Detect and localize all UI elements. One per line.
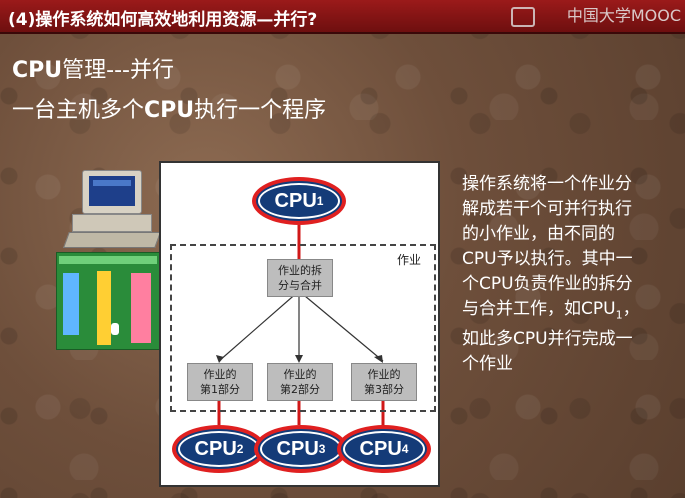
pointer-hand-icon xyxy=(111,323,119,335)
computer-illustration xyxy=(63,170,161,248)
job-part-2: 作业的第2部分 xyxy=(267,363,333,401)
heading-cpu: CPU xyxy=(12,58,63,83)
computer-case-icon xyxy=(72,214,152,232)
slide-title: (4)操作系统如何高效地利用资源—并行? xyxy=(8,10,318,30)
job-part-3: 作业的第3部分 xyxy=(351,363,417,401)
subheading-part-a: 一台主机多个 xyxy=(12,98,145,123)
heading-rest: 管理---并行 xyxy=(62,58,174,83)
job-part-1: 作业的第1部分 xyxy=(187,363,253,401)
mooc-logo-icon xyxy=(511,7,535,27)
subheading-cpu: CPU xyxy=(144,98,195,123)
description-line: 解成若干个可并行执行 xyxy=(462,199,632,219)
description-line: 如此多CPU并行完成一 xyxy=(462,329,633,350)
subheading: 一台主机多个CPU执行一个程序 xyxy=(12,92,326,124)
architecture-illustration xyxy=(56,252,160,350)
job-label: 作业 xyxy=(397,253,422,267)
keyboard-icon xyxy=(63,232,161,248)
job-boundary xyxy=(170,244,436,412)
diagram-links xyxy=(216,225,385,425)
split-merge-box: 作业的拆 分与合并 xyxy=(267,259,333,297)
description-line: 的小作业，由不同的 xyxy=(462,224,615,244)
description-line: 个CPU负责作业的拆分 xyxy=(462,274,633,294)
description-line: 操作系统将一个作业分 xyxy=(462,174,632,194)
subheading-part-b: 执行一个程序 xyxy=(194,98,327,123)
description-line: 与合并工作，如CPU1， xyxy=(462,299,640,322)
watermark: 中国大学MOOC xyxy=(566,6,681,25)
description-line: CPU予以执行。其中一 xyxy=(462,249,633,269)
description-line: 个作业 xyxy=(462,354,513,375)
description: 操作系统将一个作业分 解成若干个可并行执行 的小作业，由不同的 CPU予以执行。… xyxy=(462,172,672,377)
heading: CPU管理---并行 xyxy=(12,52,174,84)
title-bar: (4)操作系统如何高效地利用资源—并行? 中国大学MOOC xyxy=(0,0,685,34)
split-box-line1: 作业的拆 xyxy=(278,264,322,277)
monitor-icon xyxy=(82,170,142,214)
split-box-line2: 分与合并 xyxy=(278,279,322,292)
